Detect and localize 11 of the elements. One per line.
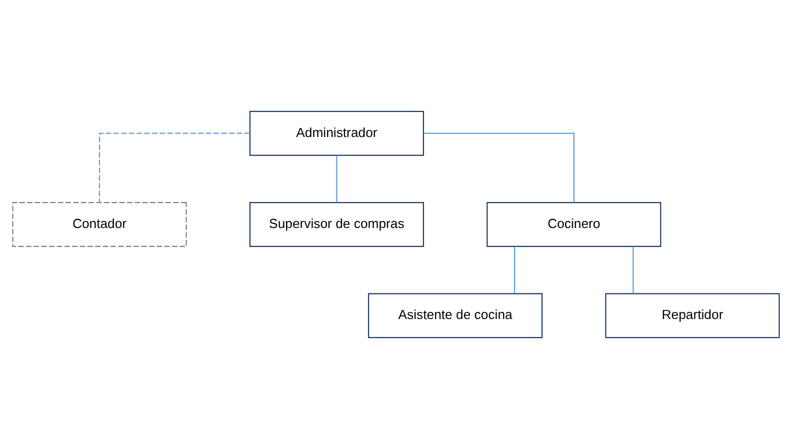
connector [98,132,250,202]
node-box: Cocinero [486,201,662,247]
node-box: Repartidor [605,292,780,338]
node-box: Asistente de cocina [368,292,543,338]
node-box: Administrador [249,110,424,156]
connector [336,154,338,202]
connector [424,132,574,202]
connector [514,246,516,293]
connector [632,246,634,293]
node-box: Supervisor de compras [249,201,424,247]
node-box: Contador [12,201,187,247]
